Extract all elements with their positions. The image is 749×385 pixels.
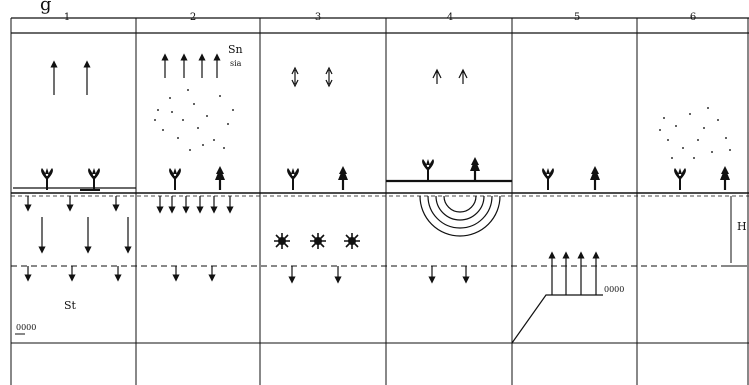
column-2-particles [154,89,234,151]
label-s-n-sub: sia [230,58,241,70]
column-3-graphics [292,68,338,280]
label-s-t: St [64,300,76,312]
column-6-particles [659,107,731,159]
label-datum-1: 0000 [16,322,36,334]
label-datum-5: 0000 [604,284,624,296]
label-h: H [737,221,747,233]
label-s-n: Sn [228,44,243,56]
column-4-graphics [420,70,500,280]
ground-surface [11,181,749,196]
column-5-graphics [512,255,603,343]
table-frame [11,18,749,385]
